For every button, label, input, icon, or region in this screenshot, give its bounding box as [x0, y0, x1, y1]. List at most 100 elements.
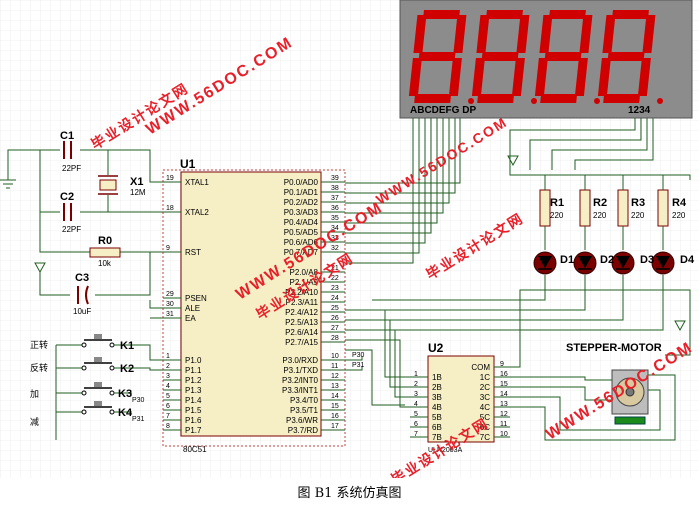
pin-number: 11 [500, 421, 507, 428]
key-2 [56, 357, 163, 371]
key-cap [94, 401, 102, 406]
x1-body [99, 179, 117, 191]
display-digit-1 [408, 10, 474, 104]
pin-number: 34 [331, 225, 339, 232]
x1-ref: X1 [130, 176, 143, 188]
segment-e [597, 58, 611, 96]
resistor-body [579, 189, 591, 227]
k3-function-label: 加 [30, 389, 39, 399]
pin-name: P1.0 [185, 356, 202, 365]
c2-value: 22PF [62, 225, 81, 234]
pin-name: P2.4/A12 [285, 308, 318, 317]
k2-ref: K2 [120, 363, 134, 375]
key-net-p30: P30 [132, 397, 145, 404]
segment-g [544, 52, 582, 61]
key-cap [94, 357, 102, 362]
pin-name: P1.6 [185, 416, 202, 425]
u2-input-wires [345, 309, 410, 408]
display-segment-wires [345, 118, 461, 264]
key-net-p31: P31 [132, 416, 145, 423]
c1-ref: C1 [60, 130, 74, 142]
display-digits [408, 10, 663, 104]
key-1 [56, 334, 163, 361]
pin-name: P1.1 [185, 366, 202, 375]
channel-2 [573, 189, 597, 275]
schematic: ABCDEFG DP 1234 R1 220 R2 220 R3 220 R4 … [0, 0, 699, 488]
segment-dp [468, 98, 474, 104]
u2-body [427, 355, 495, 443]
pin-number: 1 [414, 371, 418, 378]
pin-name: 2C [480, 383, 490, 392]
pin-name: P0.1/AD1 [284, 188, 319, 197]
led-diode-icon [578, 256, 592, 268]
pin-name: P3.5/T1 [290, 406, 319, 415]
pin-name: P2.3/A11 [286, 298, 319, 307]
ground-icon [0, 179, 16, 189]
segment-d [414, 94, 452, 103]
key-contact [81, 390, 87, 396]
pin-number: 3 [166, 373, 170, 380]
pin-number: 22 [331, 275, 339, 282]
r2-value: 220 [593, 211, 607, 220]
display-segment-pins-label: ABCDEFG DP [410, 105, 476, 116]
key-cap [94, 382, 102, 387]
pin-name: P3.4/T0 [290, 396, 319, 405]
pin-number: 16 [331, 413, 339, 420]
pin-name: XTAL2 [185, 208, 209, 217]
segment-g [481, 52, 519, 61]
pin-number: 12 [500, 411, 508, 418]
stepper-motor: STEPPER-MOTOR [566, 342, 662, 425]
resistor-r0: R0 10k [89, 235, 121, 268]
segment-a [549, 10, 586, 19]
capacitor-c3: C3 10uF [73, 272, 91, 316]
segment-g [607, 52, 645, 61]
pin-number: 21 [331, 265, 339, 272]
pin-name: 6C [480, 423, 490, 432]
k3-ref: K3 [118, 388, 132, 400]
c2-ref: C2 [60, 191, 74, 203]
pin-number: 26 [331, 315, 339, 322]
pin-name: P2.2/A10 [285, 288, 318, 297]
pin-number: 37 [331, 195, 339, 202]
x1-value: 12M [130, 188, 146, 197]
pin-name: P3.2/INT0 [282, 376, 319, 385]
resistor-power-rail [372, 165, 691, 331]
key-cap [94, 334, 102, 339]
pin-name: ALE [185, 304, 200, 313]
pin-number: 14 [500, 391, 508, 398]
resistor-body [539, 189, 551, 227]
pin-number: 8 [166, 423, 170, 430]
pin-number: 7 [414, 431, 418, 438]
c2-plates [63, 203, 72, 221]
key-contact [81, 365, 87, 371]
pin-number: 2 [414, 381, 418, 388]
pin-name: 1B [432, 373, 442, 382]
pin-name: 5C [480, 413, 490, 422]
